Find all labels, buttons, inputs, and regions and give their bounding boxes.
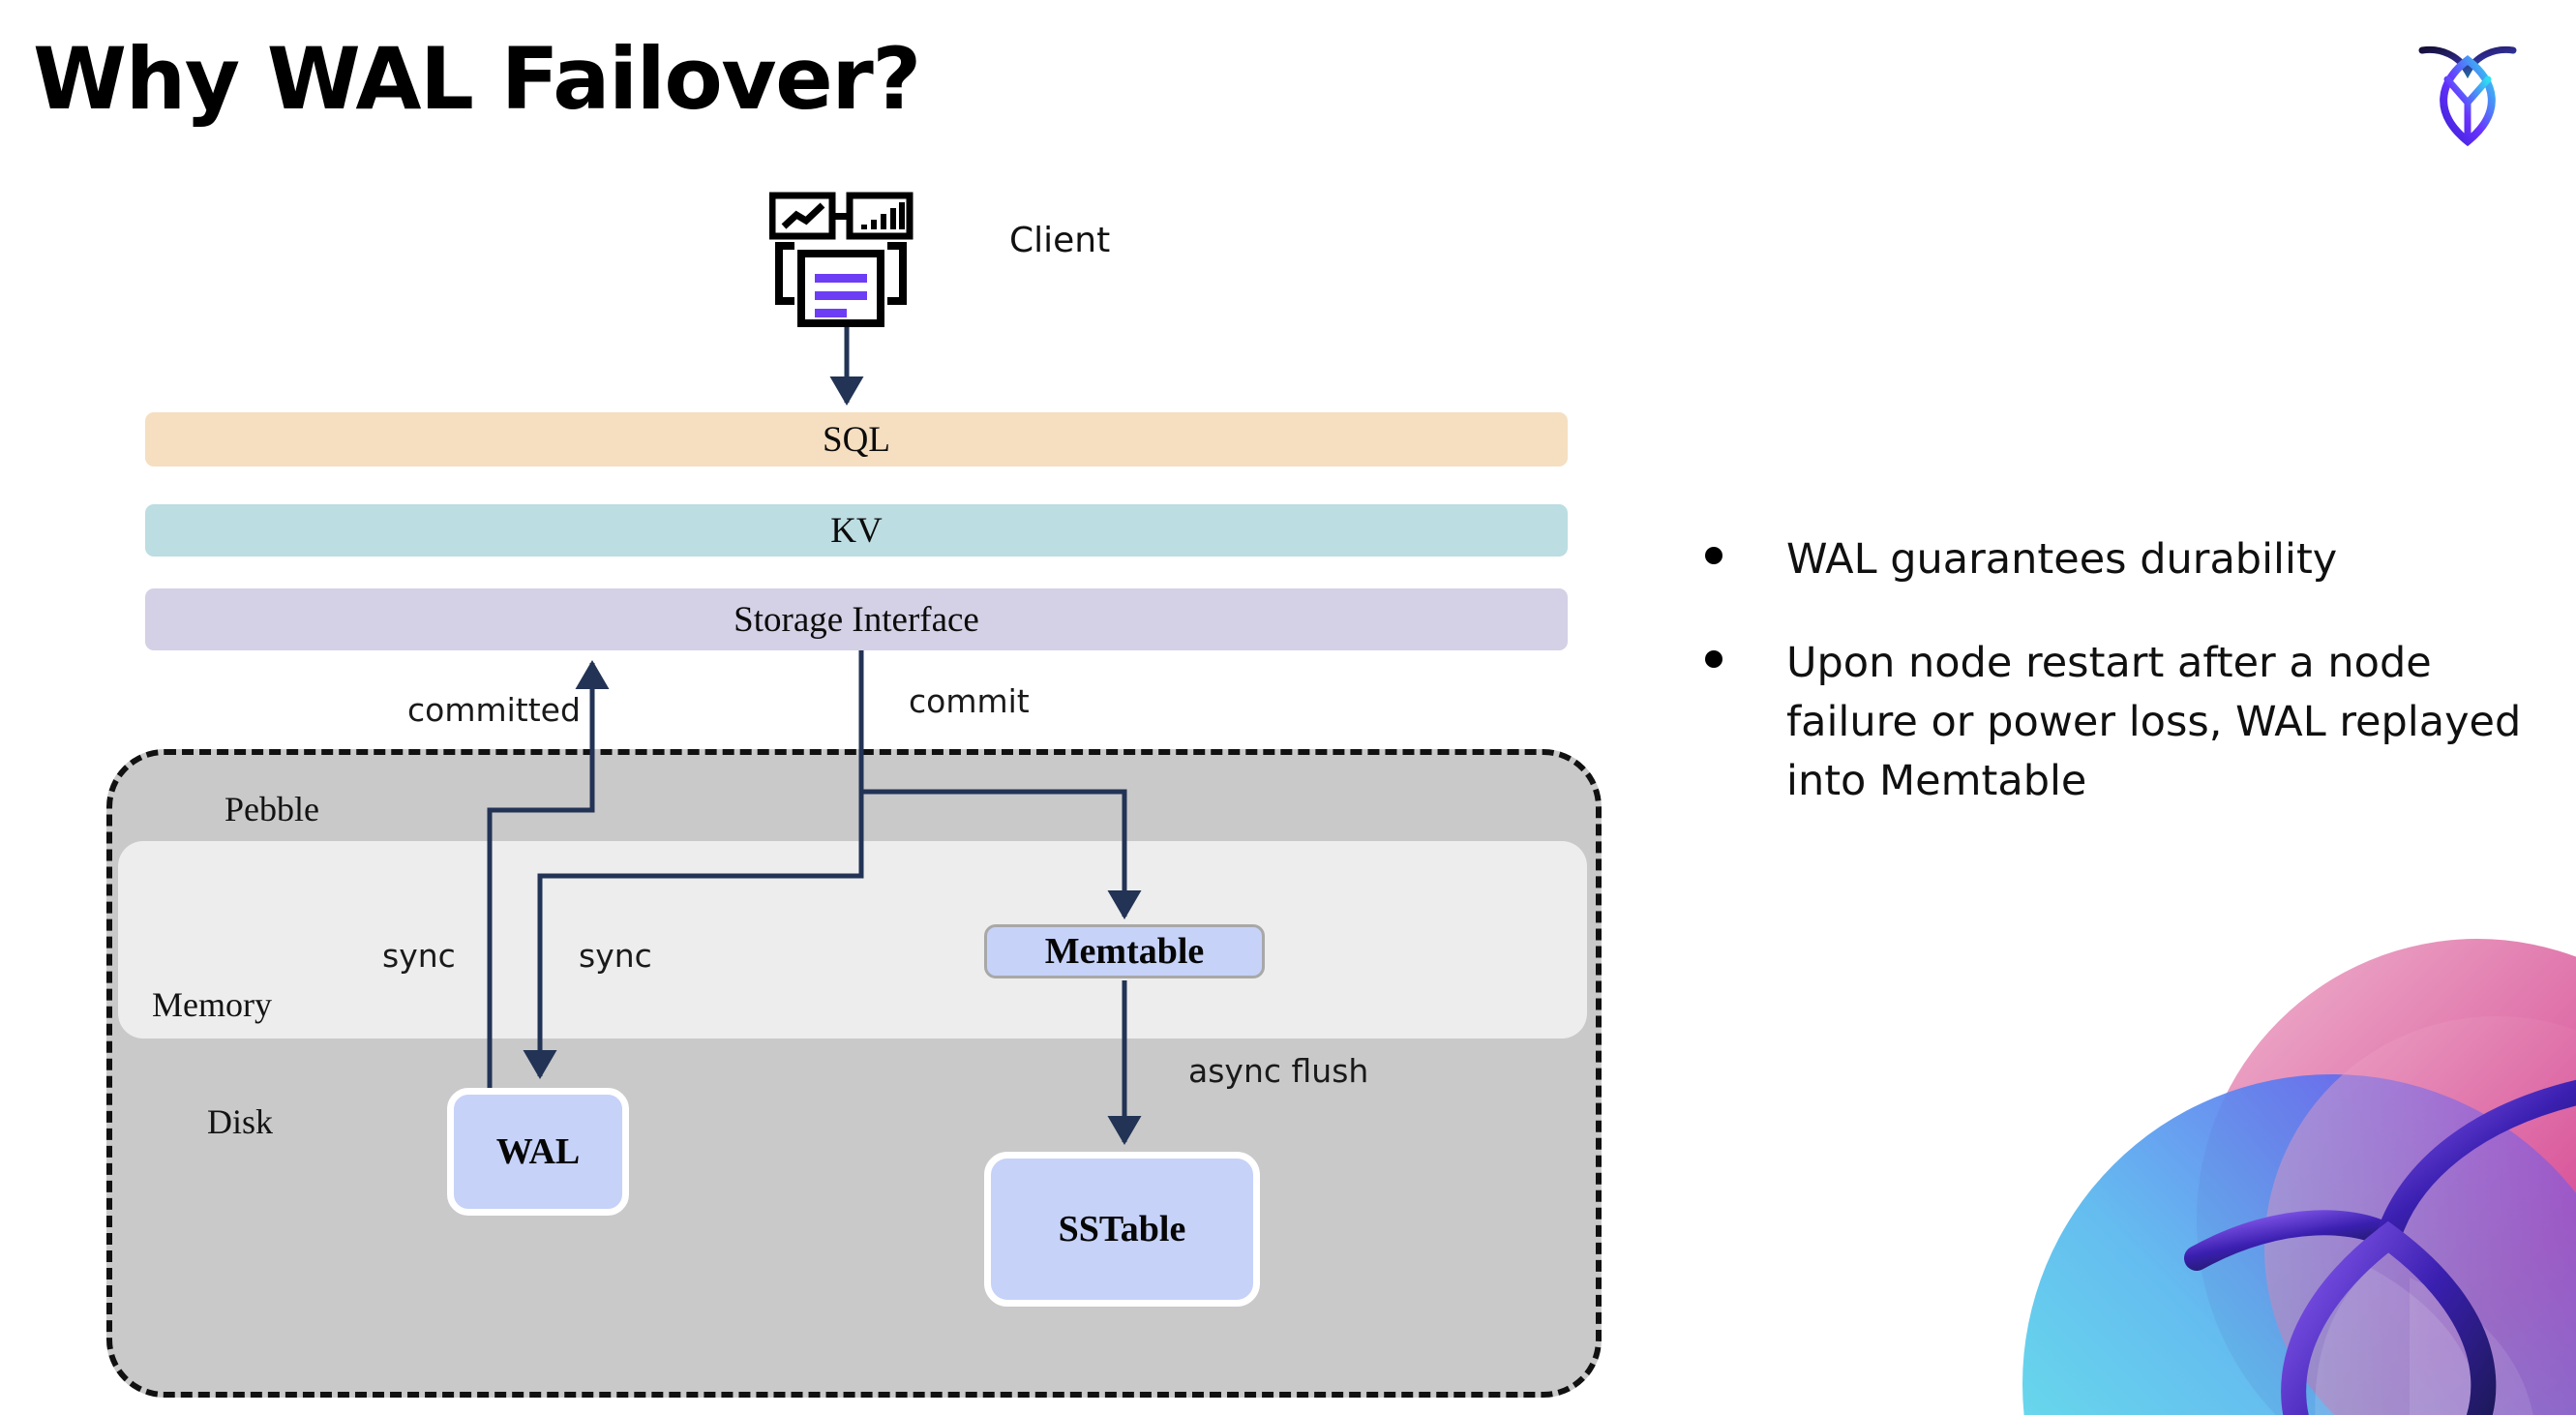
layer-label-storage-interface: Storage Interface <box>734 599 979 640</box>
edge-label-commit: commit <box>909 682 1030 720</box>
bullet-text: WAL guarantees durability <box>1786 535 2338 584</box>
node-sstable-label: SSTable <box>1058 1209 1186 1249</box>
memory-region <box>118 841 1587 1039</box>
bullet-dot-icon <box>1705 547 1722 564</box>
cockroachdb-watermark-icon <box>1955 929 2576 1415</box>
layer-bar-storage-interface: Storage Interface <box>145 588 1568 650</box>
edge-label-sync-right: sync <box>579 937 652 975</box>
client-label: Client <box>1009 221 1111 260</box>
bullet-text: Upon node restart after a node failure o… <box>1786 639 2522 806</box>
cockroachdb-logo-icon <box>2414 31 2521 147</box>
layer-bar-kv: KV <box>145 504 1568 557</box>
page-title: Why WAL Failover? <box>33 29 921 129</box>
bullet-list: WAL guarantees durability Upon node rest… <box>1705 530 2537 856</box>
edge-label-committed: committed <box>407 691 581 729</box>
node-wal-label: WAL <box>495 1131 581 1172</box>
layer-bar-sql: SQL <box>145 412 1568 467</box>
node-sstable: SSTable <box>984 1152 1260 1307</box>
node-memtable: Memtable <box>984 924 1265 978</box>
node-wal: WAL <box>447 1088 629 1216</box>
layer-label-kv: KV <box>830 510 883 551</box>
disk-label: Disk <box>207 1102 274 1141</box>
pebble-label: Pebble <box>225 790 319 828</box>
layer-label-sql: SQL <box>823 419 890 460</box>
node-memtable-label: Memtable <box>1044 931 1205 972</box>
memory-label: Memory <box>152 985 272 1024</box>
edge-label-sync-left: sync <box>382 937 456 975</box>
edge-label-async-flush: async flush <box>1188 1052 1369 1090</box>
list-item: WAL guarantees durability <box>1705 530 2537 589</box>
client-workstation-icon <box>768 192 924 327</box>
list-item: Upon node restart after a node failure o… <box>1705 634 2537 811</box>
bullet-dot-icon <box>1705 650 1722 669</box>
